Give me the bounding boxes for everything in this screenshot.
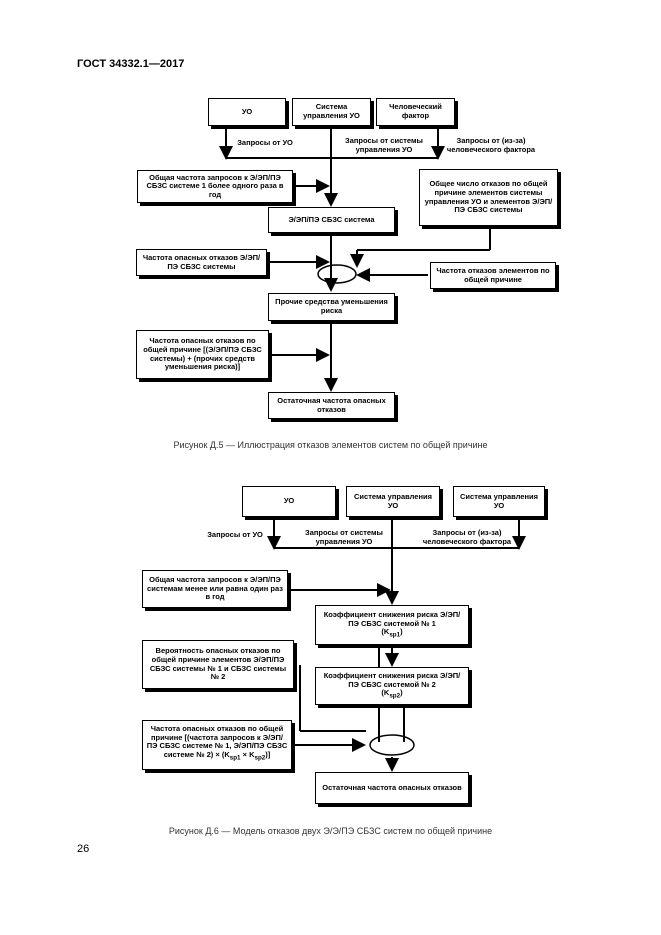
requests-control-label: Запросы от системы управления УО [345, 136, 423, 154]
reduction-factor-2-box: Коэффициент снижения риска Э/ЭП/ПЭ СБЗС … [315, 667, 469, 705]
control-system-box-2: Система управления УО [453, 486, 545, 517]
requests-uo-label: Запросы от УО [207, 530, 263, 539]
document-header: ГОСТ 34332.1—2017 [77, 58, 185, 70]
requests-human-label: Запросы от (из-за) человеческого фактора [446, 136, 536, 154]
reduction-factor-2-text: Коэффициент снижения риска Э/ЭП/ПЭ СБЗС … [323, 671, 461, 689]
dangerous-failure-freq-box: Частота опасных отказов Э/ЭП/ПЭ СБЗС сис… [136, 249, 267, 276]
control-system-box-1: Система управления УО [346, 486, 440, 517]
figure-caption: Рисунок Д.6 — Модель отказов двух Э/Э/ПЭ… [168, 826, 493, 836]
request-frequency-box: Общая частота запросов к Э/ЭП/ПЭ система… [142, 570, 288, 608]
human-factor-box: Человеческий фактор [376, 98, 455, 126]
page-number: 26 [77, 843, 90, 855]
ccf-probability-box: Вероятность опасных отказов по общей при… [142, 640, 294, 689]
control-system-box: Система управления УО [292, 98, 371, 126]
reduction-factor-1-text: Коэффициент снижения риска Э/ЭП/ПЭ СБЗС … [323, 610, 461, 628]
ccf-frequency-box: Частота отказов элементов по общей причи… [430, 262, 556, 289]
requests-uo-label: Запросы от УО [237, 138, 293, 147]
ccf-total-box: Частота опасных отказов по общей причине… [136, 330, 269, 379]
requests-human-label: Запросы от (из-за) человеческого фактора [422, 528, 512, 546]
residual-frequency-box: Остаточная частота опасных отказов [315, 772, 469, 804]
request-frequency-box: Общая частота запросов к Э/ЭП/ПЭ СБЗС си… [137, 170, 293, 203]
requests-control-label: Запросы от системы управления УО [305, 528, 383, 546]
reduction-factor-1-box: Коэффициент снижения риска Э/ЭП/ПЭ СБЗС … [315, 605, 469, 645]
figure-caption: Рисунок Д.5 — Иллюстрация отказов элемен… [173, 440, 488, 450]
ccf-source-box: Общее число отказов по общей причине эле… [419, 169, 558, 226]
reduction-factor-1-symbol: (Ksp1) [381, 627, 403, 639]
other-means-box: Прочие средства уменьшения риска [268, 293, 395, 321]
uo-box: УО [242, 486, 336, 517]
ccf-frequency-box: Частота опасных отказов по общей причине… [142, 720, 292, 770]
residual-frequency-box: Остаточная частота опасных отказов [268, 392, 395, 419]
reduction-factor-2-symbol: (Ksp2) [381, 688, 403, 700]
uo-box: УО [208, 98, 286, 126]
system-box: Э/ЭП/ПЭ СБЗС система [268, 207, 395, 233]
